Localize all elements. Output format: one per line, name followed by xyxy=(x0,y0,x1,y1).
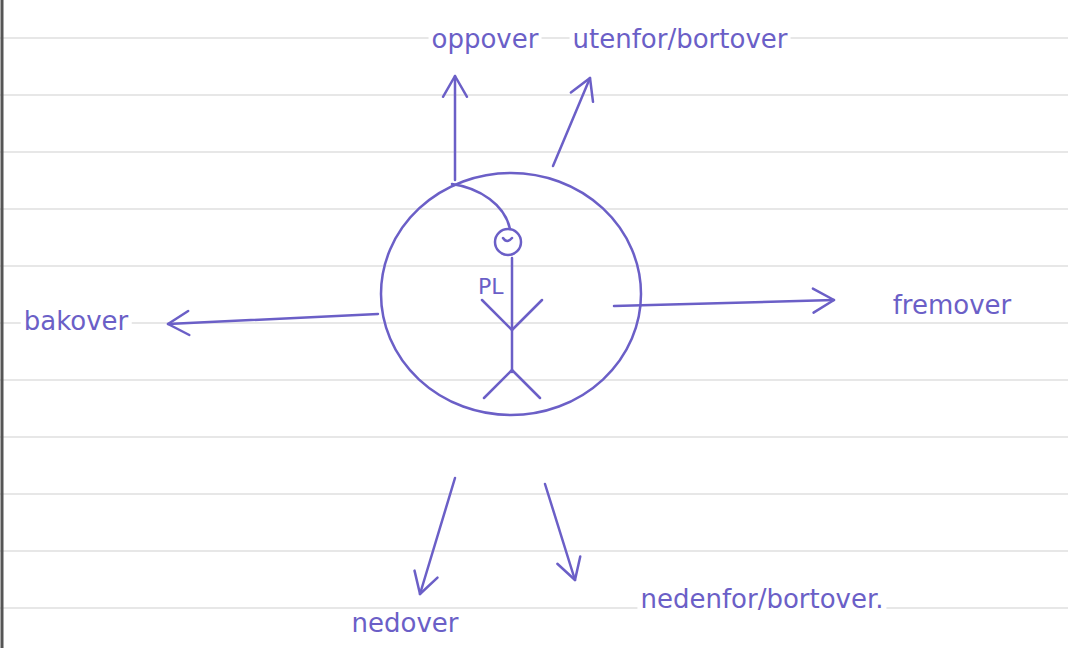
circle-region: PL xyxy=(378,170,644,418)
direction-label: fremover xyxy=(890,291,1015,321)
direction-label: bakover xyxy=(21,307,132,337)
arrow-shaft xyxy=(168,314,378,324)
ruled-lines xyxy=(0,38,1068,608)
direction-label: oppover xyxy=(429,25,542,55)
arrow-shaft xyxy=(614,300,834,306)
margin-line xyxy=(1,0,4,648)
figure-initials: PL xyxy=(478,274,504,299)
arrow-head xyxy=(415,571,438,594)
direction-label: nedenfor/bortover. xyxy=(637,585,886,615)
figure-head xyxy=(495,229,521,255)
figure-smile xyxy=(503,238,512,241)
direction-label: utenfor/bortover xyxy=(570,25,791,55)
arrow-head xyxy=(168,311,189,335)
direction-label: nedover xyxy=(349,609,462,639)
arrow-head xyxy=(571,78,593,102)
arrow-head xyxy=(557,557,580,580)
arrow-head xyxy=(443,76,467,97)
circle-outline xyxy=(378,170,644,418)
arrow-shaft xyxy=(454,76,457,180)
figure-arms xyxy=(482,300,542,330)
figure-curl xyxy=(452,184,510,229)
figure-body xyxy=(511,258,514,372)
circle-shape xyxy=(381,173,641,415)
direction-arrows xyxy=(168,76,834,594)
figure-legs xyxy=(484,370,540,398)
arrow-head xyxy=(813,289,834,313)
stick-figure xyxy=(452,184,542,398)
